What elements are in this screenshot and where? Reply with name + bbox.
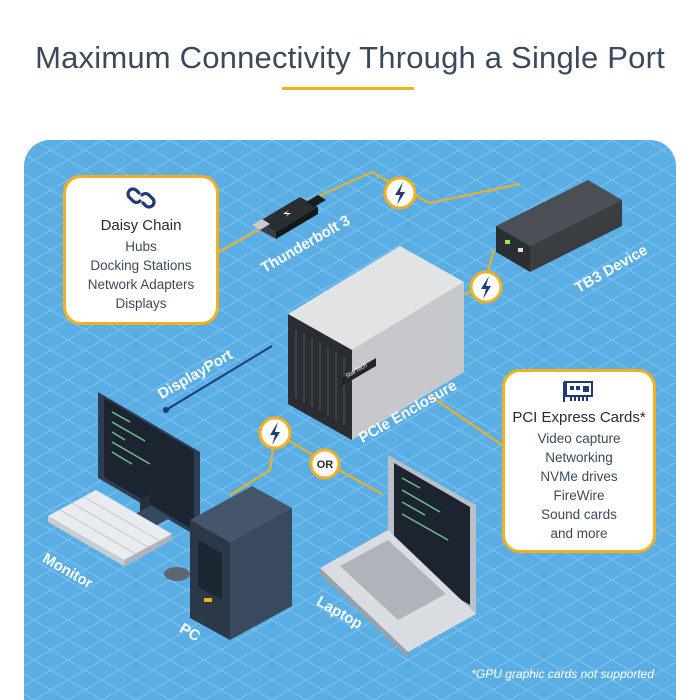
pci-card-icon <box>563 381 593 402</box>
laptop <box>320 455 476 658</box>
footnote: *GPU graphic cards not supported <box>471 667 654 681</box>
pci-card-item: FireWire <box>553 488 605 503</box>
pci-card-item: NVMe drives <box>540 469 618 484</box>
thunderbolt-bolt-icon <box>258 416 292 450</box>
pcie-enclosure: StarTech <box>288 246 464 440</box>
pci-card-item: Sound cards <box>541 507 617 522</box>
title-underline <box>282 87 414 90</box>
daisy-chain-item: Docking Stations <box>90 258 192 273</box>
daisy-chain-title: Daisy Chain <box>100 217 182 234</box>
keyboard <box>48 490 172 566</box>
daisy-chain-item: Hubs <box>125 239 157 254</box>
displayport-cable <box>165 345 273 411</box>
daisy-chain-callout: Daisy Chain Hubs Docking Stations Networ… <box>63 175 219 325</box>
pci-cards-title: PCI Express Cards* <box>512 409 646 426</box>
pci-card-item: Networking <box>545 450 613 465</box>
displayport-end <box>163 407 169 413</box>
pci-card-item: Video capture <box>537 431 621 446</box>
daisy-to-tb-line <box>218 227 263 253</box>
thunderbolt-connector <box>252 195 326 239</box>
or-label: OR <box>317 459 334 471</box>
daisy-chain-item: Displays <box>115 296 167 311</box>
pci-express-callout: PCI Express Cards* Video capture Network… <box>502 369 656 553</box>
enclosure-to-pci-line <box>429 395 503 446</box>
page-title: Maximum Connectivity Through a Single Po… <box>35 40 665 75</box>
or-badge: OR <box>309 448 341 480</box>
pci-card-item: and more <box>550 526 608 541</box>
thunderbolt-bolt-icon <box>383 176 417 210</box>
thunderbolt-bolt-icon <box>469 270 503 304</box>
chain-link-icon <box>126 187 156 209</box>
mouse <box>164 567 190 581</box>
pc-tower <box>190 486 292 640</box>
daisy-chain-item: Network Adapters <box>87 277 195 292</box>
tb3-device <box>496 180 622 272</box>
